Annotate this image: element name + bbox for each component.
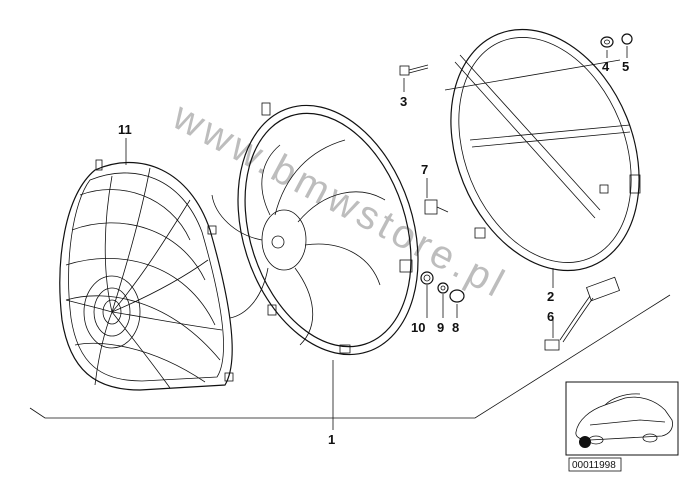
callout-7: 7 — [421, 162, 428, 177]
callout-10: 10 — [411, 320, 425, 335]
location-marker — [579, 436, 591, 448]
callout-3: 3 — [400, 94, 407, 109]
leader-lines — [125, 46, 628, 430]
callout-8: 8 — [452, 320, 459, 335]
bolt-part-7 — [424, 199, 449, 215]
callout-2: 2 — [547, 289, 554, 304]
screw-part-3 — [399, 64, 429, 76]
callout-6: 6 — [547, 309, 554, 324]
callout-9: 9 — [437, 320, 444, 335]
nut-part-8 — [449, 289, 465, 303]
callout-1: 1 — [328, 432, 335, 447]
callout-4: 4 — [602, 59, 610, 74]
washer-part-9 — [437, 282, 449, 294]
fan-guard-grille — [59, 159, 234, 391]
grommet-part-10 — [420, 271, 434, 285]
wiring-harness-part-6 — [544, 276, 621, 351]
nut-part-4 — [600, 36, 614, 48]
base-platform — [29, 294, 671, 419]
callout-11: 11 — [118, 122, 132, 137]
electric-fan-assembly — [211, 102, 419, 356]
vehicle-locator-thumbnail: 00011998 — [565, 381, 679, 472]
callout-5: 5 — [622, 59, 629, 74]
watermark-text: www.bmwstore.pl — [165, 94, 514, 308]
fan-frame — [444, 28, 641, 272]
nut-part-5 — [621, 33, 633, 45]
reference-code: 00011998 — [572, 460, 616, 471]
